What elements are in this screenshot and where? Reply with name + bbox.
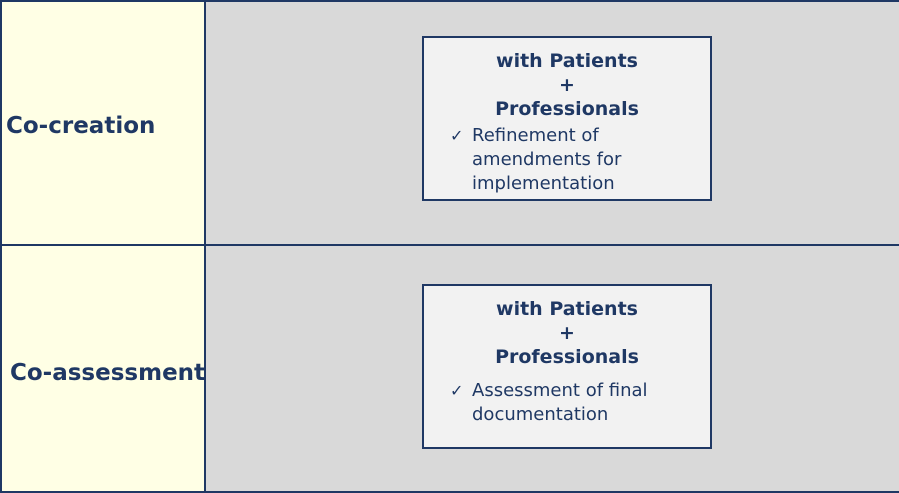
heading-line: Professionals — [495, 346, 639, 368]
bullet-text: Assessment of final documentation — [472, 379, 702, 427]
column-divider — [204, 0, 206, 493]
co-assessment-card: with Patients + Professionals ✓ Assessme… — [422, 284, 712, 449]
check-icon: ✓ — [450, 381, 464, 400]
heading-line: Professionals — [495, 98, 639, 120]
heading-line: with Patients — [496, 298, 638, 320]
bullet-item: ✓ Assessment of final documentation — [424, 379, 710, 427]
bullet-item: ✓ Refinement of amendments for implement… — [424, 124, 710, 196]
card-heading: with Patients + Professionals — [424, 49, 710, 121]
bullet-line: documentation — [472, 404, 609, 425]
check-icon: ✓ — [450, 126, 464, 145]
table-row-co-creation: Co-creation — [0, 0, 899, 246]
row-label-cell: Co-creation — [0, 0, 206, 246]
row-label: Co-assessment — [10, 359, 206, 386]
co-creation-card: with Patients + Professionals ✓ Refineme… — [422, 36, 712, 201]
bullet-line: Assessment of final — [472, 380, 648, 401]
table-border-left — [0, 0, 2, 493]
bullet-text: Refinement of amendments for implementat… — [472, 124, 702, 196]
row-divider — [0, 244, 899, 246]
row-label: Co-creation — [6, 113, 156, 139]
table-border-top — [0, 0, 899, 2]
heading-line: with Patients — [496, 50, 638, 72]
bullet-line: amendments for — [472, 149, 622, 170]
card-heading: with Patients + Professionals — [424, 297, 710, 369]
heading-plus: + — [559, 74, 575, 96]
bullet-line: implementation — [472, 173, 615, 194]
bullet-line: Refinement of — [472, 125, 599, 146]
heading-plus: + — [559, 322, 575, 344]
table-border-bottom — [0, 491, 899, 493]
row-label-cell: Co-assessment — [0, 246, 206, 493]
